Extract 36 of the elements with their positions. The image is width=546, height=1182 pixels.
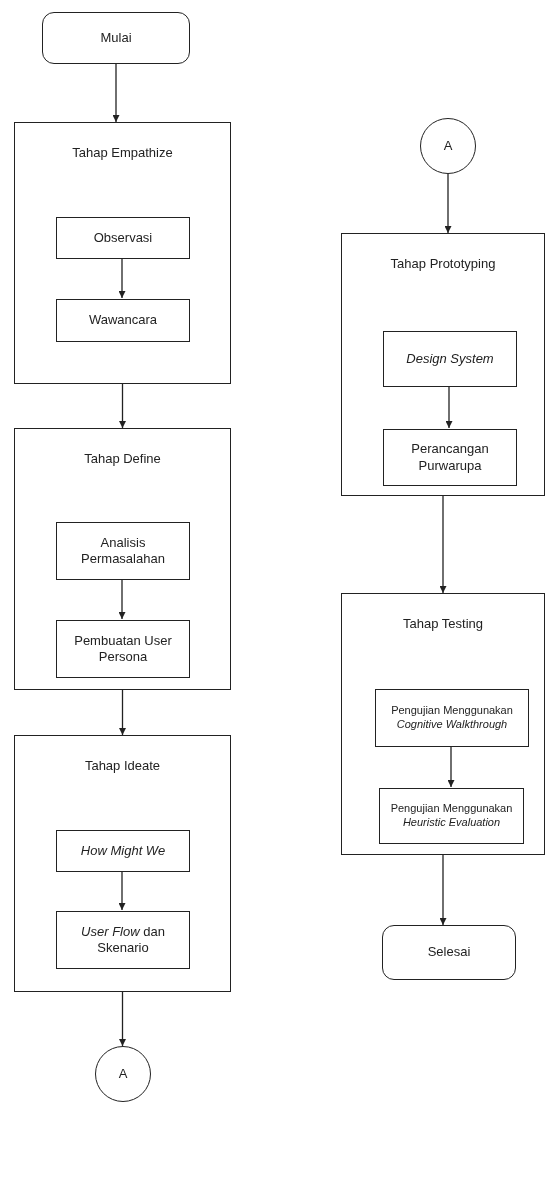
process-box: Observasi <box>56 217 190 259</box>
arrow <box>445 385 453 429</box>
stage-title: Tahap Testing <box>402 616 484 631</box>
arrow <box>119 991 126 1047</box>
stage-container <box>14 122 231 384</box>
arrow <box>439 495 447 594</box>
process-box: Pembuatan User Persona <box>56 620 190 678</box>
stage-title: Tahap Empathize <box>71 145 174 160</box>
process-box: Analisis Permasalahan <box>56 522 190 580</box>
connector-circle: A <box>420 118 476 174</box>
process-box: Perancangan Purwarupa <box>383 429 517 486</box>
arrow <box>439 854 447 926</box>
process-box: Wawancara <box>56 299 190 342</box>
process-box: User Flow dan Skenario <box>56 911 190 969</box>
stage-container <box>14 428 231 690</box>
arrow <box>118 257 126 299</box>
process-box: Design System <box>383 331 517 387</box>
terminator-box: Selesai <box>382 925 516 980</box>
arrow <box>118 578 126 620</box>
arrow <box>444 173 452 234</box>
arrow <box>119 689 126 736</box>
stage-title: Tahap Prototyping <box>389 256 497 271</box>
arrow <box>112 63 120 123</box>
stage-container <box>14 735 231 992</box>
arrow <box>119 383 126 429</box>
stage-container <box>341 233 545 496</box>
process-box: Pengujian Menggunakan Cognitive Walkthrough <box>375 689 529 747</box>
process-box: Pengujian Menggunakan Heuristic Evaluation <box>379 788 524 844</box>
terminator-box: Mulai <box>42 12 190 64</box>
stage-container <box>341 593 545 855</box>
stage-title: Tahap Define <box>83 451 162 466</box>
process-box: How Might We <box>56 830 190 872</box>
connector-circle: A <box>95 1046 151 1102</box>
arrow <box>447 745 455 788</box>
stage-title: Tahap Ideate <box>83 758 162 773</box>
arrow <box>118 870 126 911</box>
